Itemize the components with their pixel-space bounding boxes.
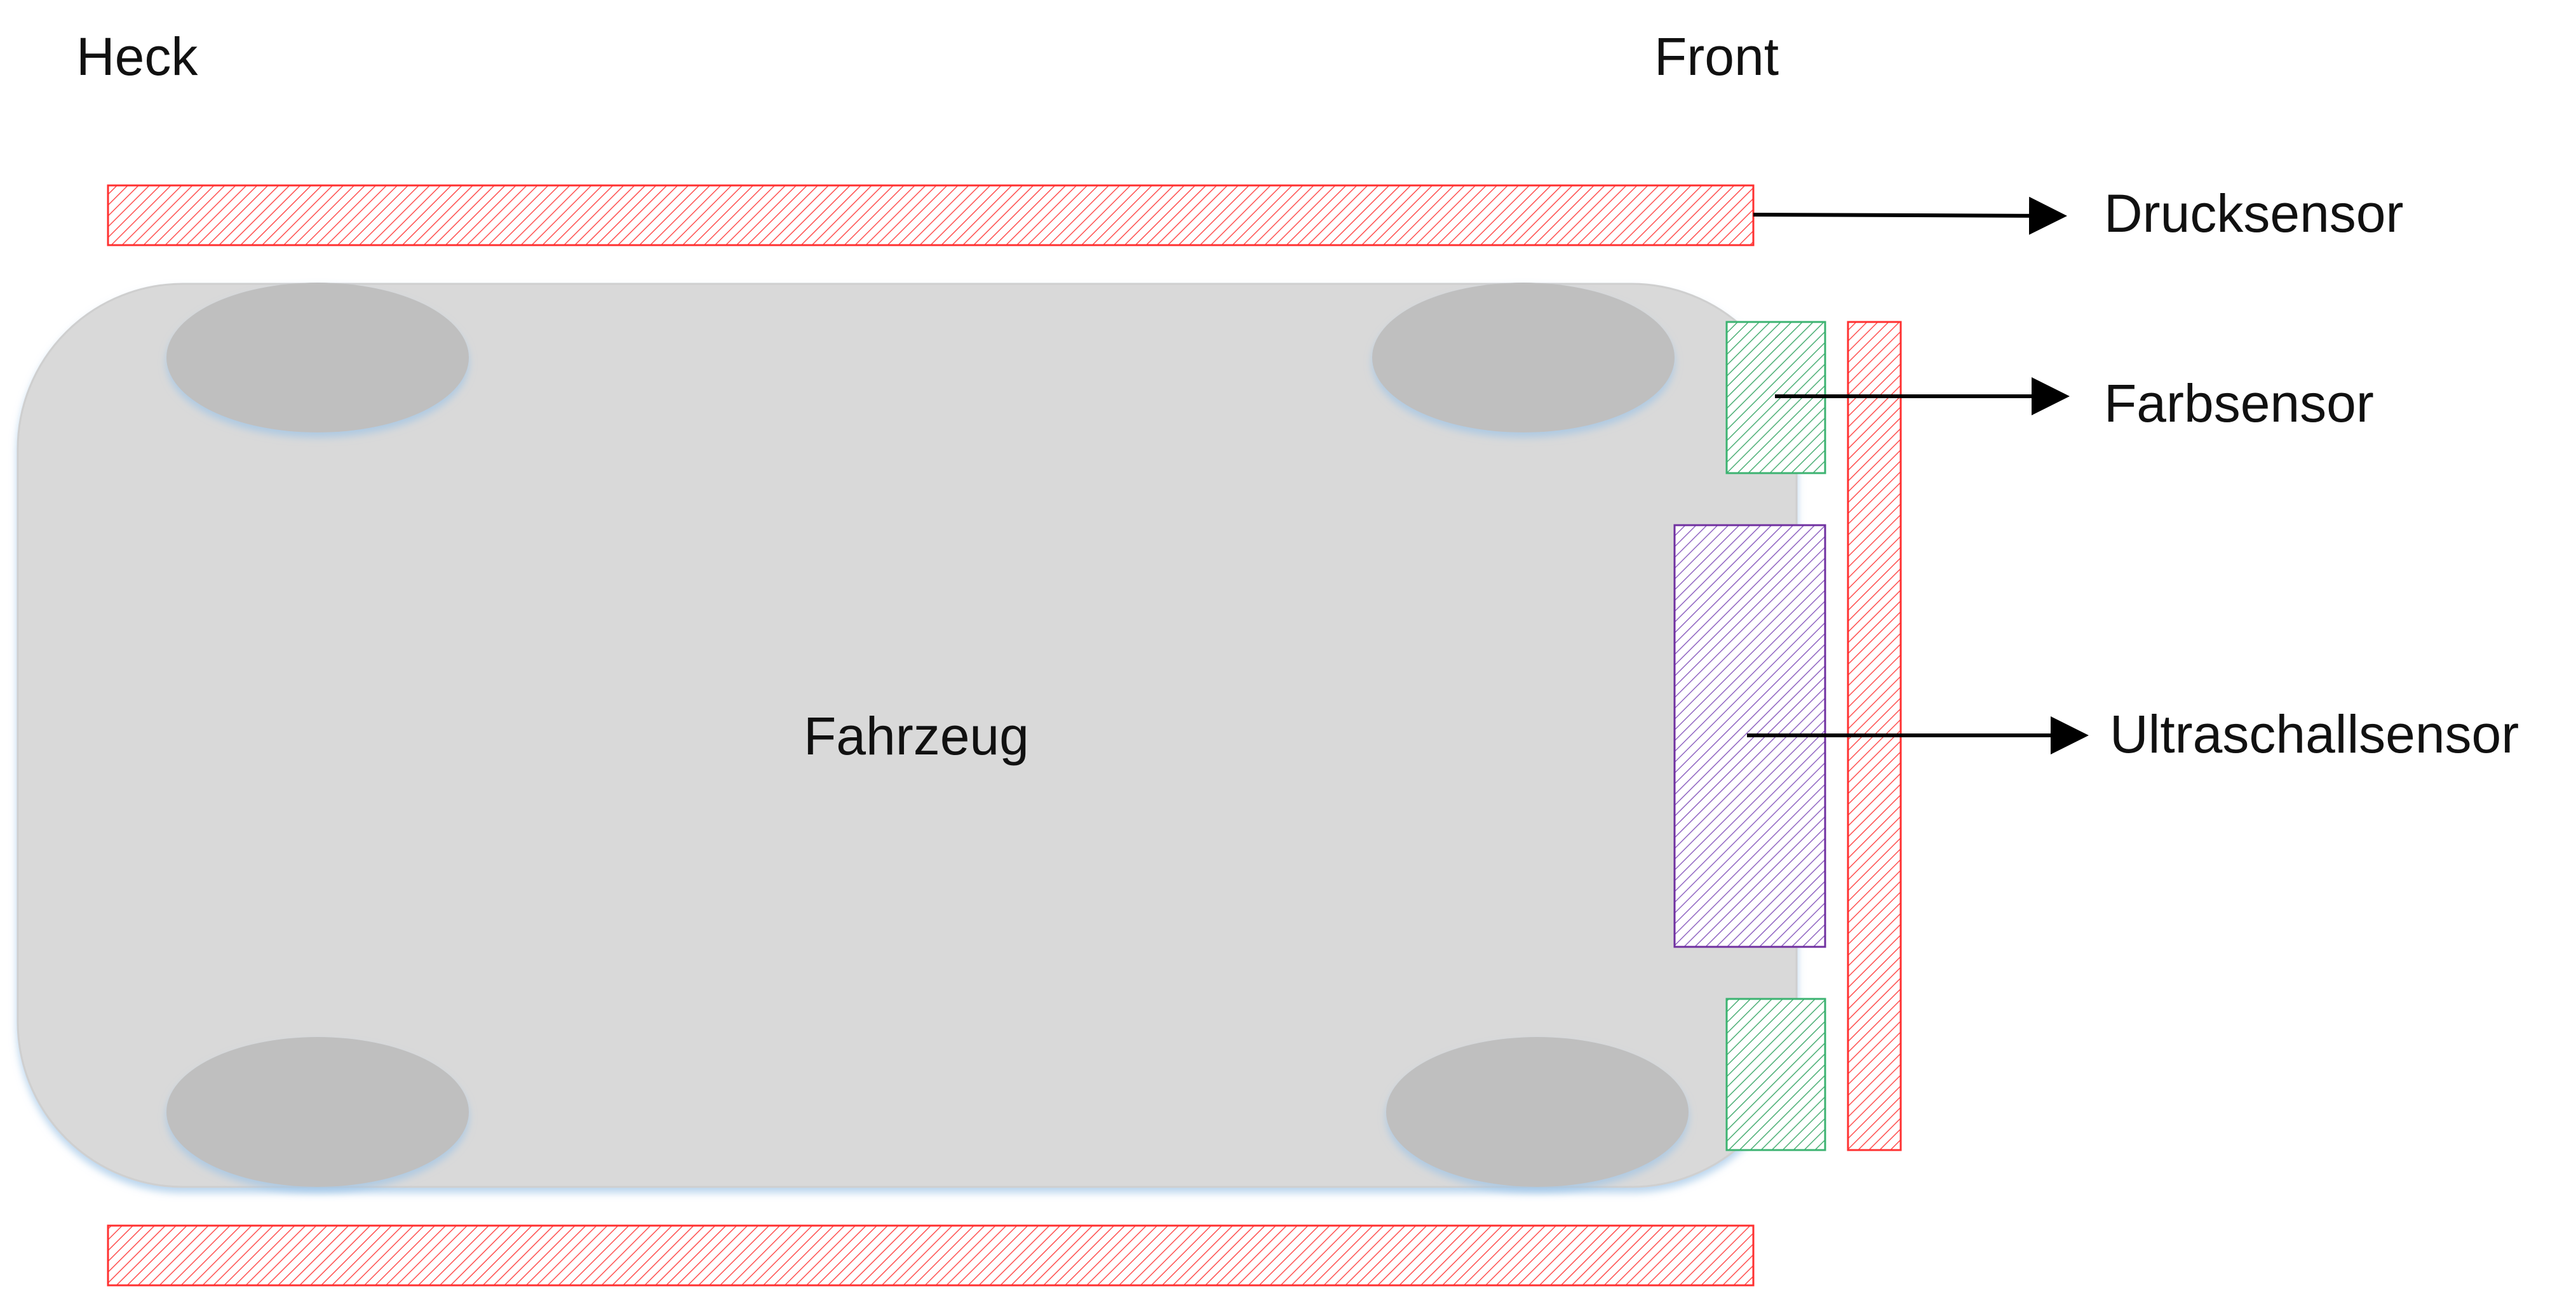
wheel-front-left bbox=[1372, 283, 1675, 432]
pressure-sensor-arrow bbox=[1753, 196, 2067, 235]
rear-label: Heck bbox=[76, 27, 198, 86]
pressure-sensor-label: Drucksensor bbox=[2104, 184, 2403, 243]
front-label: Front bbox=[1654, 27, 1779, 86]
vehicle-label: Fahrzeug bbox=[804, 706, 1029, 766]
wheel-front-right bbox=[1386, 1037, 1689, 1187]
pressure-sensor-top bbox=[107, 184, 1755, 246]
pressure-sensor-bottom bbox=[107, 1224, 1755, 1287]
wheel-rear-left bbox=[166, 283, 469, 432]
color-sensor-bottom bbox=[1725, 998, 1826, 1151]
ultrasonic-sensor-label: Ultraschallsensor bbox=[2110, 704, 2519, 764]
color-sensor-label: Farbsensor bbox=[2104, 373, 2374, 433]
wheel-rear-right bbox=[166, 1037, 469, 1187]
